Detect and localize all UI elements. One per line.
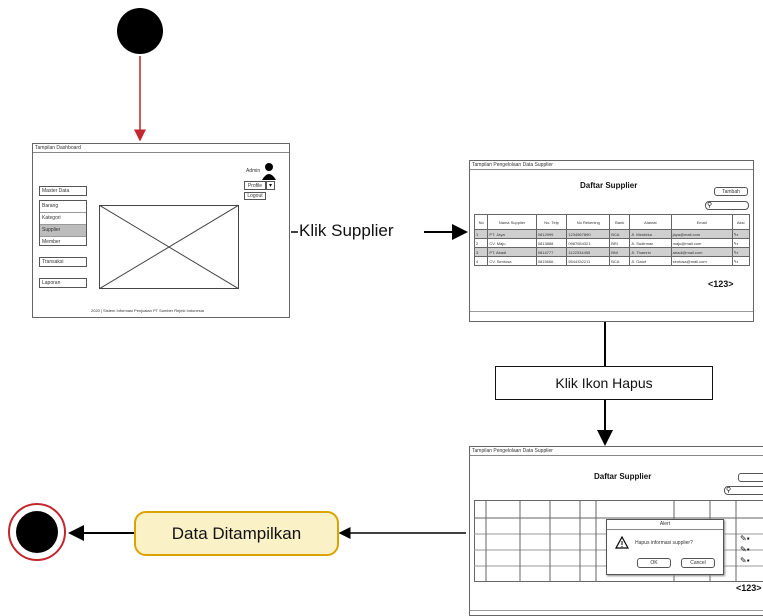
alert-message: Hapus informasi supplier? bbox=[635, 540, 693, 546]
ok-button[interactable]: OK bbox=[637, 558, 671, 568]
dashboard-footer: 2020 | Sistem Informasi Penjualan PT Sum… bbox=[91, 308, 204, 313]
menu-item-supplier[interactable]: Supplier bbox=[40, 225, 86, 237]
supplier-page-mockup: Tampilan Pengelolaan Data Supplier Dafta… bbox=[469, 160, 754, 322]
menu-master-data[interactable]: Master Data bbox=[39, 186, 87, 196]
profile-button[interactable]: Profile bbox=[244, 181, 266, 190]
edit-icon: ✎▪ bbox=[740, 556, 750, 565]
edit-icon: ✎ bbox=[733, 258, 737, 264]
col-bank: Bank bbox=[609, 214, 631, 230]
final-node bbox=[8, 503, 66, 561]
dialog-heading: Daftar Supplier bbox=[594, 472, 652, 481]
delete-icon: ▪ bbox=[736, 231, 739, 237]
edge-label-klik-supplier: Klik Supplier bbox=[299, 221, 394, 240]
col-email: Email bbox=[670, 214, 733, 230]
row-actions[interactable]: ✎▪ bbox=[731, 247, 751, 257]
edit-icon: ✎▪ bbox=[740, 545, 750, 554]
col-no: No bbox=[473, 214, 489, 230]
edge-label-klik-ikon-hapus: Klik Ikon Hapus bbox=[495, 366, 713, 400]
col-aksi: Aksi bbox=[731, 214, 751, 230]
delete-dialog-mockup: Tampilan Pengelolaan Data Supplier Dafta… bbox=[469, 446, 763, 616]
row-actions[interactable]: ✎▪ bbox=[731, 238, 751, 248]
dashboard-mockup: Tampilan Dashboard Admin Profile ▾ Logou… bbox=[32, 143, 290, 318]
search-input[interactable]: ⚲ bbox=[705, 201, 749, 210]
search-icon: ⚲ bbox=[707, 202, 713, 209]
menu-laporan[interactable]: Laporan bbox=[39, 278, 87, 288]
search-input-bg[interactable]: ⚲ bbox=[724, 486, 763, 495]
col-alamat: Alamat bbox=[629, 214, 672, 230]
submenu-box: Barang Kategori Supplier Member bbox=[39, 200, 87, 246]
supplier-table: No Nama Supplier No. Telp No Rekening Ba… bbox=[473, 214, 751, 266]
user-icon bbox=[262, 163, 276, 180]
cancel-button[interactable]: Cancel bbox=[681, 558, 715, 568]
delete-icon: ▪ bbox=[736, 240, 739, 246]
dashboard-title: Tampilan Dashboard bbox=[33, 144, 289, 153]
alert-title: Alert bbox=[607, 520, 723, 530]
edit-icon: ✎ bbox=[733, 249, 737, 255]
col-rekening: No Rekening bbox=[566, 214, 611, 230]
supplier-page-title: Tampilan Pengelolaan Data Supplier bbox=[470, 161, 753, 170]
col-nama: Nama Supplier bbox=[487, 214, 537, 230]
menu-item-barang[interactable]: Barang bbox=[40, 201, 86, 213]
content-placeholder-image bbox=[99, 205, 239, 289]
delete-icon: ▪ bbox=[736, 258, 739, 264]
user-label: Admin bbox=[246, 168, 261, 174]
warning-icon bbox=[615, 536, 629, 549]
dialog-page-title: Tampilan Pengelolaan Data Supplier bbox=[470, 447, 763, 456]
delete-confirm-dialog: Alert Hapus informasi supplier? OK Cance… bbox=[606, 519, 724, 575]
dropdown-icon[interactable]: ▾ bbox=[266, 181, 275, 190]
edge-label-data-ditampilkan: Data Ditampilkan bbox=[134, 511, 339, 556]
logout-button[interactable]: Logout bbox=[244, 192, 266, 200]
add-supplier-button-bg[interactable] bbox=[738, 473, 763, 482]
edit-icon: ✎▪ bbox=[740, 534, 750, 543]
row-action-icons[interactable]: ✎▪ ✎▪ ✎▪ bbox=[740, 533, 750, 566]
col-telp: No. Telp bbox=[535, 214, 568, 230]
search-icon: ⚲ bbox=[726, 487, 732, 494]
menu-item-member[interactable]: Member bbox=[42, 239, 61, 245]
row-actions[interactable]: ✎▪ bbox=[731, 256, 751, 266]
add-supplier-button[interactable]: Tambah bbox=[714, 187, 748, 196]
dialog-pagination[interactable]: <123> bbox=[736, 583, 762, 593]
edit-icon: ✎ bbox=[733, 231, 737, 237]
delete-icon: ▪ bbox=[736, 249, 739, 255]
edit-icon: ✎ bbox=[733, 240, 737, 246]
row-actions[interactable]: ✎▪ bbox=[731, 229, 751, 239]
menu-transaksi[interactable]: Transaksi bbox=[39, 257, 87, 267]
pagination[interactable]: <123> bbox=[708, 279, 734, 289]
menu-item-kategori[interactable]: Kategori bbox=[40, 213, 86, 225]
initial-node bbox=[117, 8, 163, 54]
supplier-heading: Daftar Supplier bbox=[580, 181, 638, 190]
